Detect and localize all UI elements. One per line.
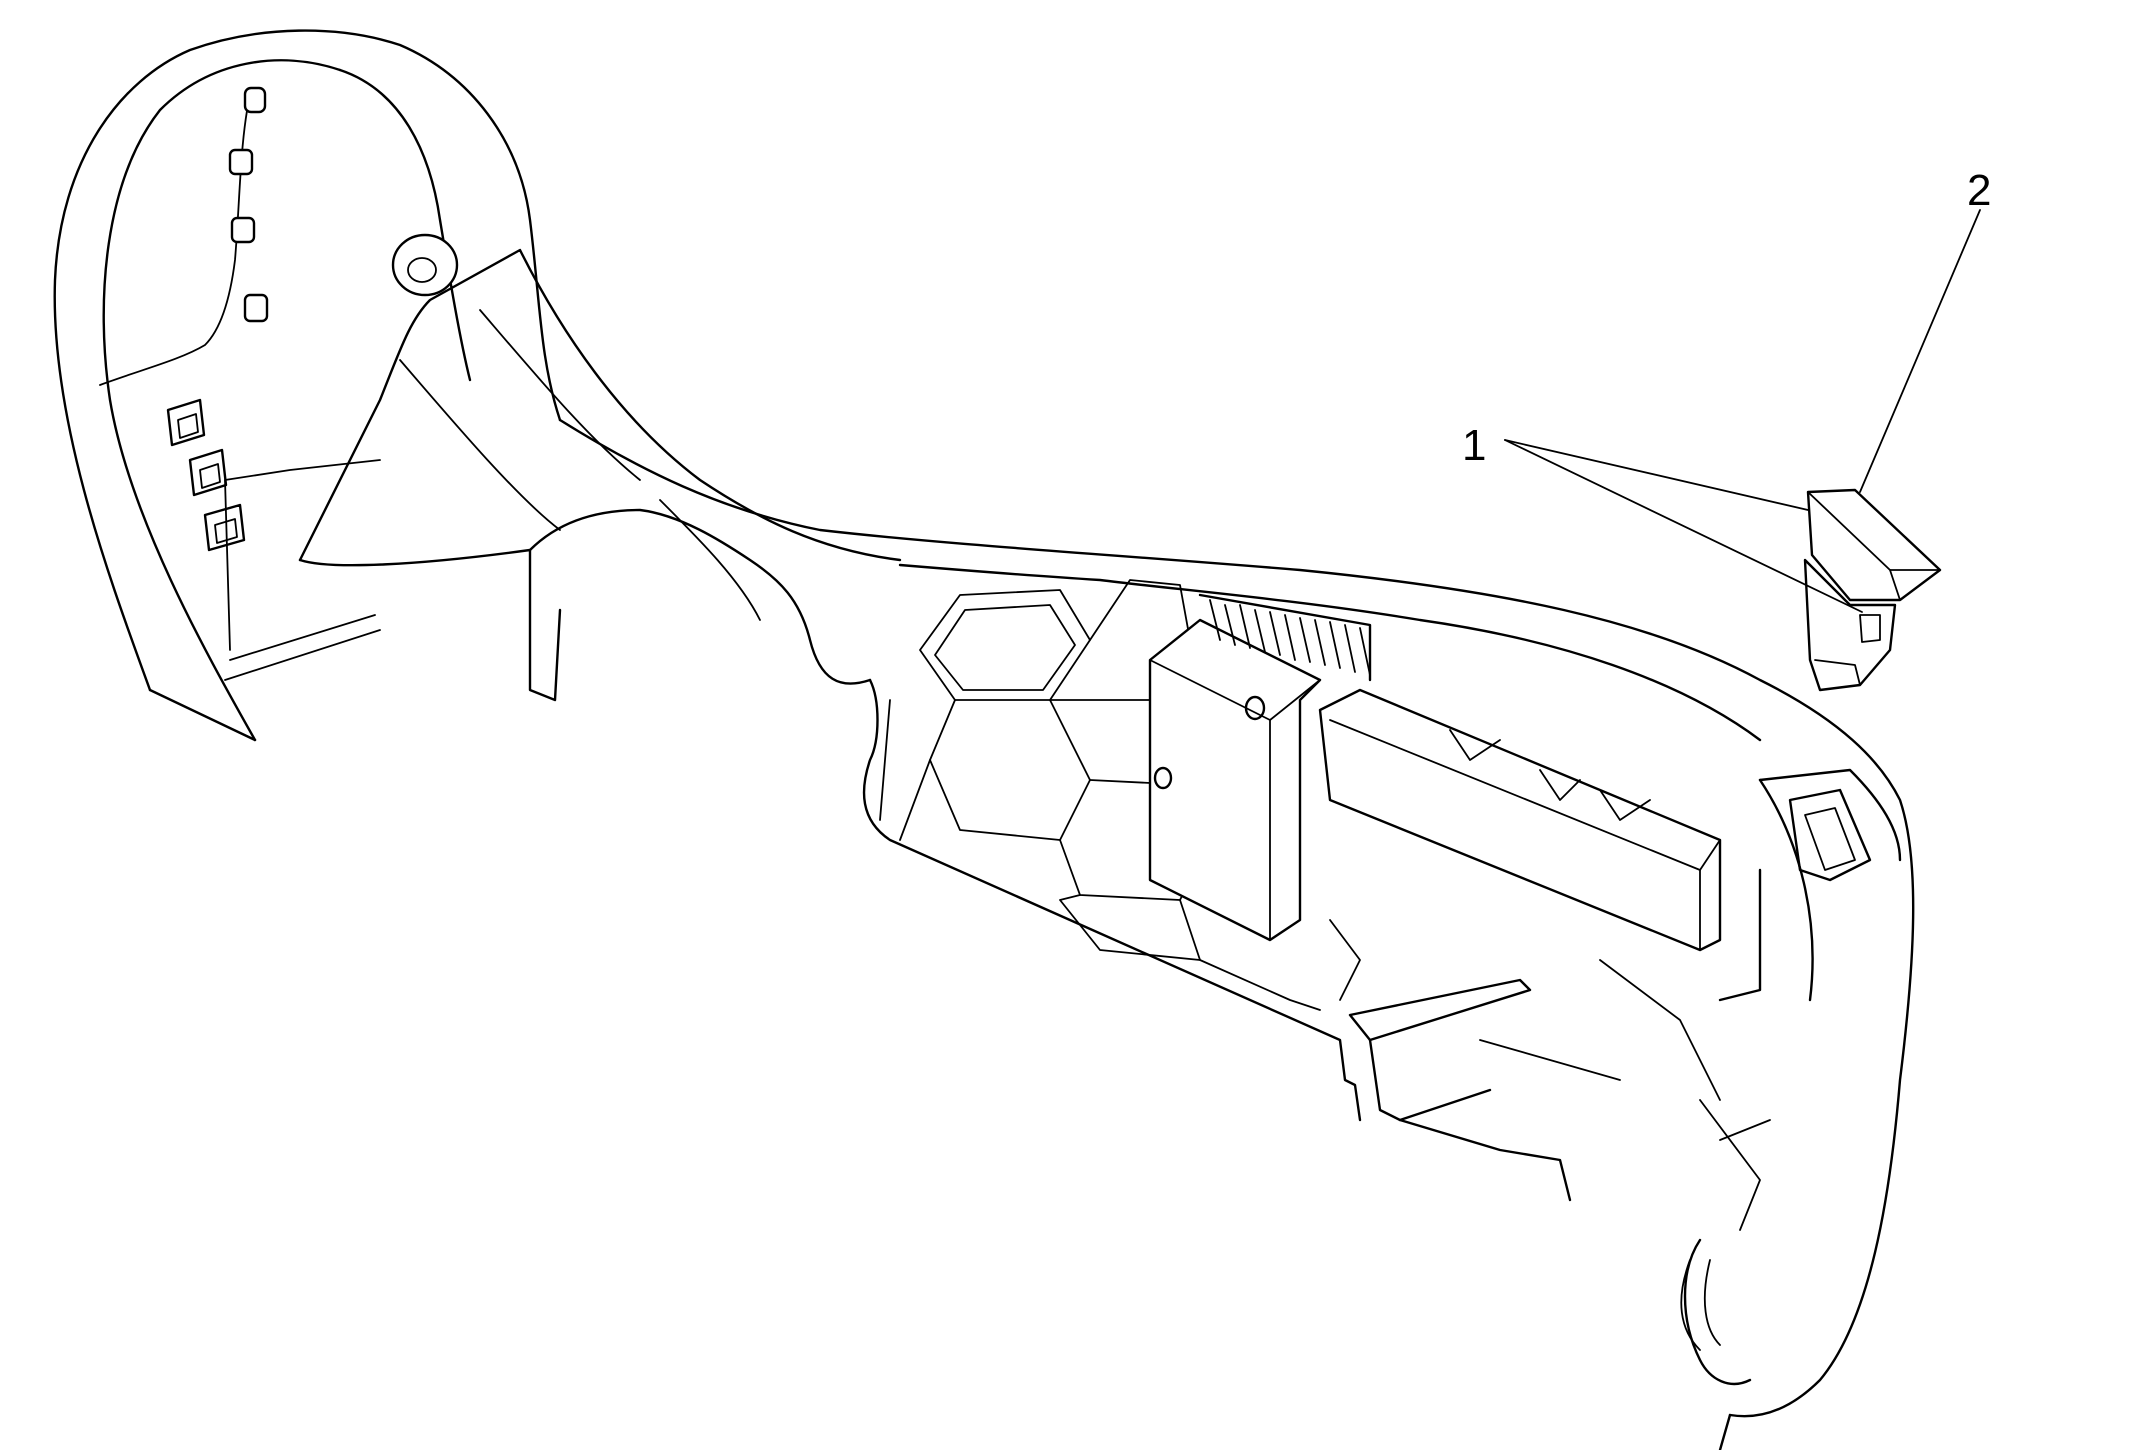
callout-1: 1 [1462,421,1486,470]
leader-1-upper [1504,439,1809,511]
leader-1-lower [1504,439,1863,613]
console-center-section [298,248,902,702]
console-main-body [558,418,1915,1450]
callout-2: 2 [1967,166,1991,215]
part-2-clip [1803,488,1942,692]
leader-2 [1859,209,1981,493]
console-rear-shroud [53,29,562,742]
callout-leaders [1504,209,1981,613]
module-connector-pins [1198,593,1372,682]
